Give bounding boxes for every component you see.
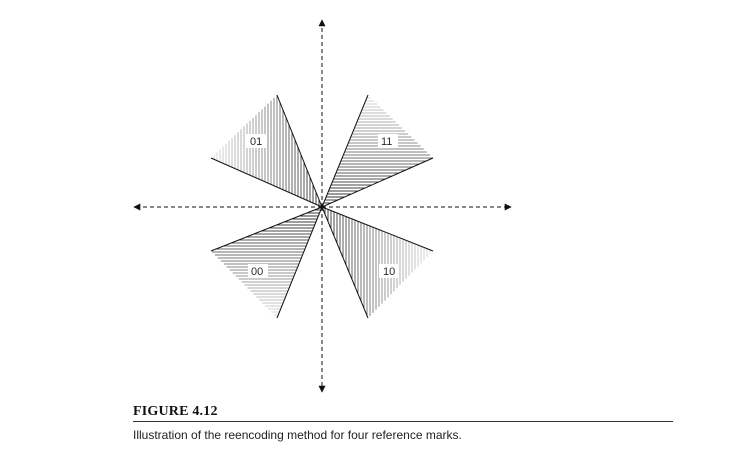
sector-10: 10 [321,206,434,319]
sector-01-label: 01 [250,136,262,148]
sector-11-hatching [322,97,433,207]
sector-11-edge-shallow [321,157,434,208]
sector-01: 01 [210,94,323,208]
sector-01-hatching [213,95,320,206]
figure-caption: Illustration of the reencoding method fo… [133,428,462,442]
sector-11-edge-steep [321,94,369,208]
sector-00-label: 00 [251,266,263,278]
sector-10-edge-shallow [321,206,434,252]
sector-00-edge-steep [276,206,323,319]
sector-00-edge-shallow [210,206,323,252]
origin-point [319,204,325,210]
sector-10-label: 10 [383,266,395,278]
figure-title: FIGURE 4.12 [133,404,218,419]
sector-01-edge-steep [276,94,323,208]
sector-00: 00 [210,206,323,319]
sector-10-edge-steep [321,206,369,319]
sector-00-hatching [211,209,321,316]
sector-11-label: 11 [381,136,392,148]
sector-01-edge-shallow [210,157,323,208]
caption-divider [133,421,673,422]
sector-10-hatching [324,208,431,316]
reencoding-diagram: 01 11 00 10 [133,19,512,393]
sector-11: 11 [321,94,434,208]
